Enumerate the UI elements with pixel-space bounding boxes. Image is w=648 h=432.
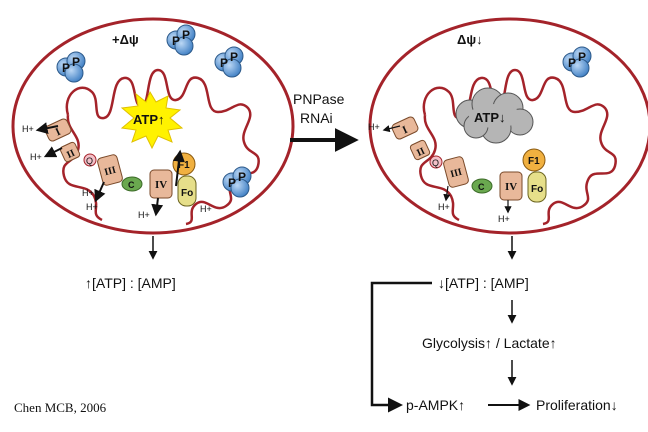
svg-text:Fo: Fo bbox=[531, 184, 543, 195]
ubiquinone-q: Q bbox=[429, 155, 443, 169]
citation: Chen MCB, 2006 bbox=[14, 400, 107, 415]
proliferation-label: Proliferation↓ bbox=[536, 397, 618, 413]
svg-text:II: II bbox=[415, 146, 427, 159]
cytochrome-c: C bbox=[471, 178, 493, 194]
pnpase-label: PNPase bbox=[293, 91, 345, 107]
pnpase-cluster: P P bbox=[56, 51, 86, 83]
pnpase-cluster: P P bbox=[214, 46, 244, 78]
complex-iv: IV bbox=[149, 169, 173, 199]
complex-iii: III bbox=[443, 156, 469, 188]
proton-label: H+ bbox=[22, 124, 34, 134]
svg-text:Q: Q bbox=[86, 156, 93, 166]
svg-text:P: P bbox=[172, 34, 180, 48]
svg-text:II: II bbox=[65, 148, 77, 161]
rnai-label: RNAi bbox=[300, 110, 333, 126]
svg-text:P: P bbox=[568, 56, 576, 70]
pnpase-cluster: P P bbox=[562, 46, 592, 78]
left-cristae bbox=[62, 68, 260, 226]
svg-text:P: P bbox=[238, 170, 246, 184]
complex-i: I bbox=[391, 116, 419, 140]
proton-label: H+ bbox=[200, 204, 212, 214]
left-potential-label: +Δψ bbox=[112, 32, 139, 47]
complex-iv: IV bbox=[499, 171, 523, 201]
svg-text:Q: Q bbox=[432, 158, 439, 168]
proton-label: H+ bbox=[368, 122, 380, 132]
atp-synthase: F1 Fo bbox=[522, 148, 547, 203]
svg-text:P: P bbox=[228, 176, 236, 190]
svg-text:IV: IV bbox=[155, 179, 167, 191]
svg-text:III: III bbox=[103, 165, 117, 179]
right-cristae bbox=[419, 68, 617, 226]
pnpase-cluster: P P bbox=[222, 166, 252, 198]
ampk-label: p-AMPK↑ bbox=[406, 397, 465, 413]
pnpase-cluster: P P bbox=[166, 24, 196, 56]
proton-label: H+ bbox=[30, 152, 42, 162]
right-potential-label: Δψ↓ bbox=[457, 32, 483, 47]
svg-text:F1: F1 bbox=[178, 160, 190, 171]
svg-text:C: C bbox=[128, 180, 135, 190]
svg-text:III: III bbox=[449, 167, 463, 181]
left-atp-label: ATP↑ bbox=[133, 112, 165, 127]
proton-label: H+ bbox=[498, 214, 510, 224]
complex-ii: II bbox=[59, 141, 81, 163]
atp-cloud-shape bbox=[455, 87, 534, 144]
svg-text:Fo: Fo bbox=[181, 188, 193, 199]
svg-text:IV: IV bbox=[505, 181, 517, 193]
svg-text:P: P bbox=[230, 50, 238, 64]
svg-text:P: P bbox=[220, 56, 228, 70]
proton-label: H+ bbox=[82, 188, 94, 198]
left-ratio-label: ↑[ATP] : [AMP] bbox=[85, 275, 176, 291]
atp-burst-shape bbox=[120, 90, 184, 150]
right-mitochondrion: Δψ↓ ATP↓ P P I II bbox=[368, 17, 648, 235]
svg-text:I: I bbox=[401, 124, 410, 137]
proton-label: H+ bbox=[438, 202, 450, 212]
complex-iii: III bbox=[97, 154, 123, 186]
complex-ii: II bbox=[409, 139, 431, 161]
proton-label: H+ bbox=[138, 210, 150, 220]
svg-text:I: I bbox=[54, 126, 63, 139]
svg-text:P: P bbox=[182, 28, 190, 42]
cytochrome-c: C bbox=[121, 176, 143, 192]
svg-text:P: P bbox=[578, 50, 586, 64]
svg-text:C: C bbox=[478, 182, 485, 192]
right-atp-label: ATP↓ bbox=[474, 110, 506, 125]
svg-text:F1: F1 bbox=[528, 156, 540, 167]
svg-text:P: P bbox=[62, 61, 70, 75]
right-ratio-label: ↓[ATP] : [AMP] bbox=[438, 275, 529, 291]
proton-label: H+ bbox=[86, 202, 98, 212]
ubiquinone-q: Q bbox=[83, 153, 97, 167]
left-mitochondrion: +Δψ ATP↑ P P P P P P bbox=[11, 17, 295, 235]
svg-text:P: P bbox=[72, 55, 80, 69]
ampk-bracket bbox=[370, 281, 432, 413]
complex-i: I bbox=[44, 118, 72, 142]
glycolysis-label: Glycolysis↑ / Lactate↑ bbox=[422, 335, 557, 351]
